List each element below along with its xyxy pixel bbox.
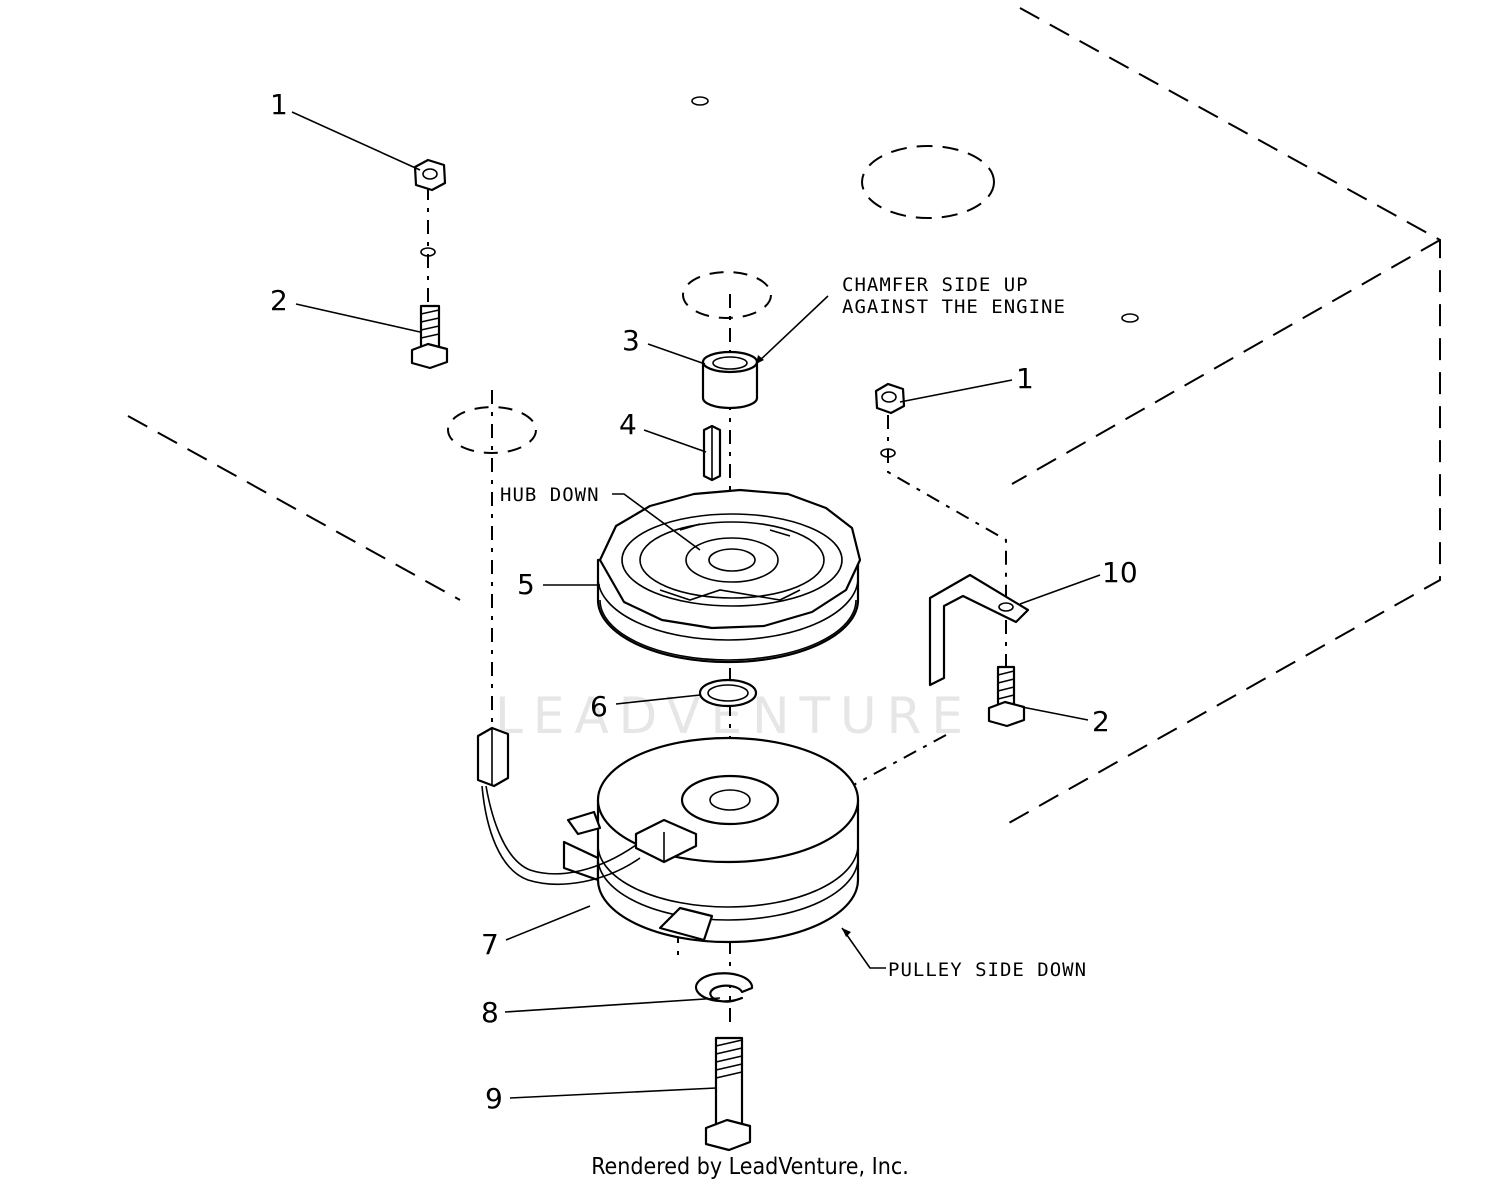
engine-pulley [596, 488, 862, 664]
callout-9: 9 [485, 1082, 503, 1115]
note-hub-down: HUB DOWN [500, 484, 600, 506]
callout-2-right: 2 [1092, 705, 1110, 738]
callout-numbers: 1 2 3 4 5 6 7 8 9 1 10 2 [270, 88, 1138, 1115]
assembly-center-lines [427, 186, 1007, 1028]
note-pulley-side-down: PULLEY SIDE DOWN [888, 959, 1087, 981]
callout-8: 8 [481, 996, 499, 1029]
callout-6: 6 [590, 690, 608, 723]
electric-clutch [476, 726, 860, 944]
render-credit: Rendered by LeadVenture, Inc. [591, 1154, 909, 1180]
note-chamfer-line1: CHAMFER SIDE UP [842, 274, 1029, 296]
lock-nut-left [413, 158, 447, 257]
callout-1-right: 1 [1016, 362, 1034, 395]
callout-7: 7 [481, 928, 499, 961]
retaining-ring [695, 972, 754, 1003]
note-chamfer-line2: AGAINST THE ENGINE [842, 296, 1066, 318]
assembly-notes: CHAMFER SIDE UP AGAINST THE ENGINE HUB D… [500, 274, 1087, 981]
shaft-key [702, 424, 722, 482]
callout-10: 10 [1102, 556, 1138, 589]
callout-3: 3 [622, 324, 640, 357]
clutch-bracket [928, 573, 1030, 687]
callout-4: 4 [619, 408, 637, 441]
hex-bolt-right [987, 665, 1026, 728]
hex-bolt-left [410, 304, 449, 370]
spacer-washer [698, 678, 758, 708]
lock-nut-right [874, 382, 906, 458]
callout-5: 5 [517, 568, 535, 601]
callout-1-left: 1 [270, 88, 288, 121]
leader-lines [291, 111, 1101, 1099]
clutch-bolt [704, 1036, 752, 1152]
callout-2-left: 2 [270, 284, 288, 317]
engine-deck-outline [127, 7, 1441, 829]
spacer-bushing [701, 350, 759, 410]
